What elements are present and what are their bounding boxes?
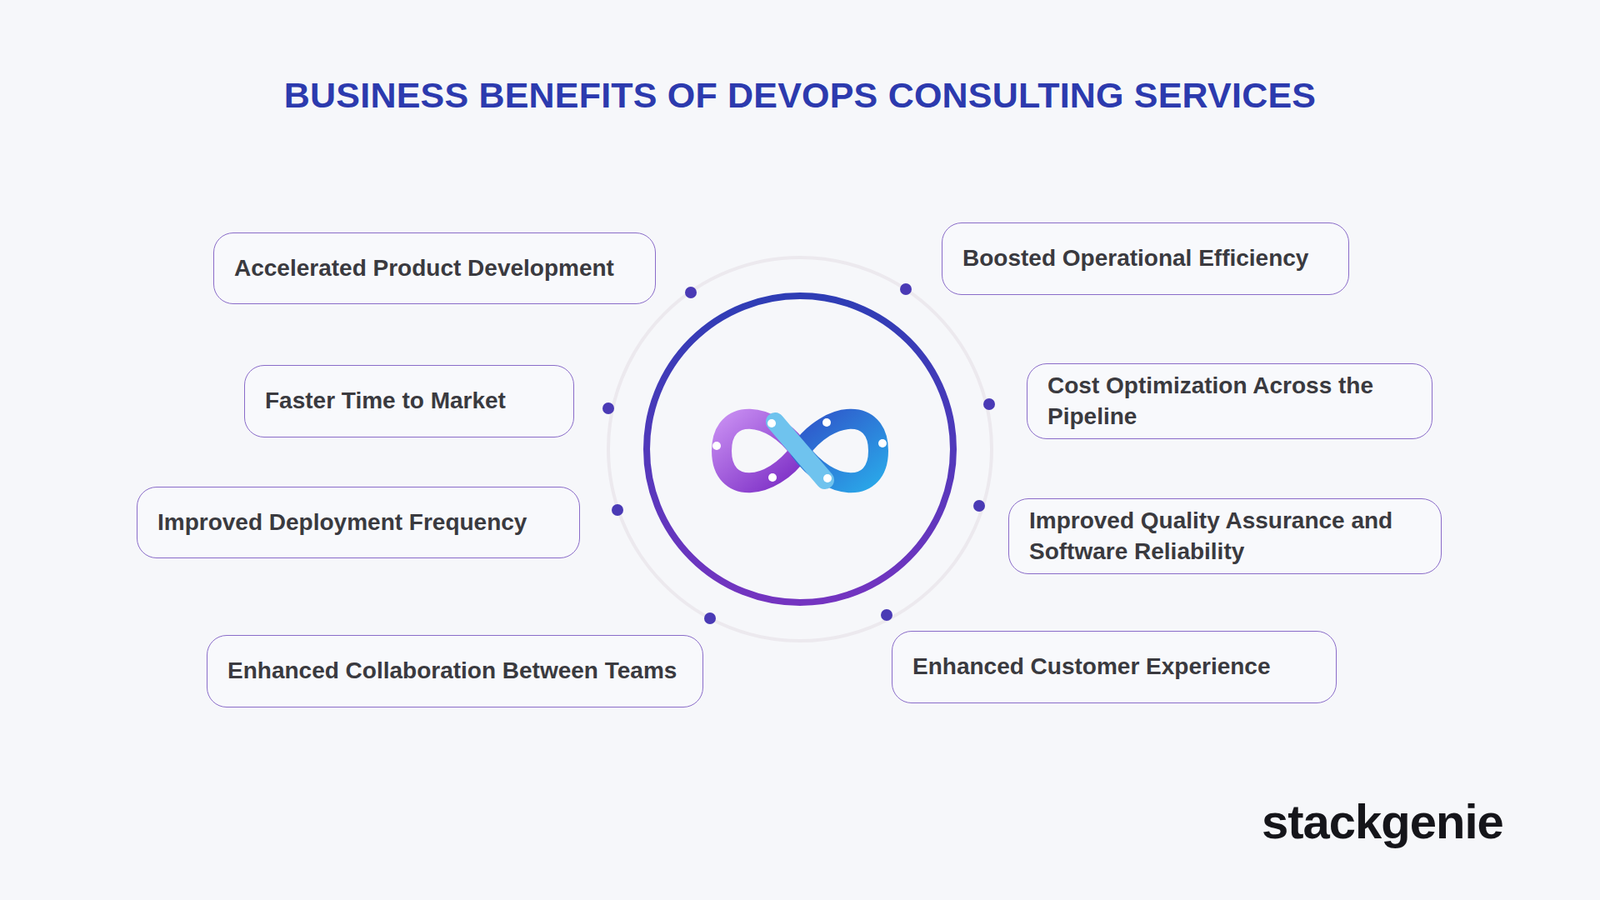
brand-logo: stackgenie bbox=[1261, 793, 1504, 850]
benefit-box: Accelerated Product Development bbox=[213, 232, 656, 305]
benefit-box: Cost Optimization Across the Pipeline bbox=[1026, 363, 1433, 440]
diagram-title: BUSINESS BENEFITS OF DEVOPS CONSULTING S… bbox=[0, 75, 1600, 116]
benefit-text: Improved Deployment Frequency bbox=[157, 507, 527, 538]
benefit-text: Accelerated Product Development bbox=[234, 253, 615, 284]
ring-dots bbox=[602, 283, 995, 625]
benefit-box: Enhanced Customer Experience bbox=[891, 630, 1337, 704]
benefit-text: Boosted Operational Efficiency bbox=[962, 243, 1309, 274]
benefit-box: Faster Time to Market bbox=[244, 365, 575, 438]
benefit-text: Enhanced Customer Experience bbox=[912, 651, 1270, 682]
benefit-text: Cost Optimization Across the Pipeline bbox=[1047, 370, 1412, 432]
inner-ring bbox=[646, 295, 954, 603]
benefit-box: Enhanced Collaboration Between Teams bbox=[206, 635, 704, 708]
benefit-box: Boosted Operational Efficiency bbox=[941, 222, 1350, 295]
benefit-text: Faster Time to Market bbox=[265, 385, 506, 416]
outer-ring bbox=[608, 257, 992, 641]
benefit-text: Improved Quality Assurance and Software … bbox=[1029, 505, 1421, 567]
benefit-box: Improved Quality Assurance and Software … bbox=[1008, 498, 1442, 575]
benefit-box: Improved Deployment Frequency bbox=[136, 486, 580, 559]
infinity-symbol bbox=[712, 418, 887, 483]
benefit-text: Enhanced Collaboration Between Teams bbox=[227, 655, 677, 686]
